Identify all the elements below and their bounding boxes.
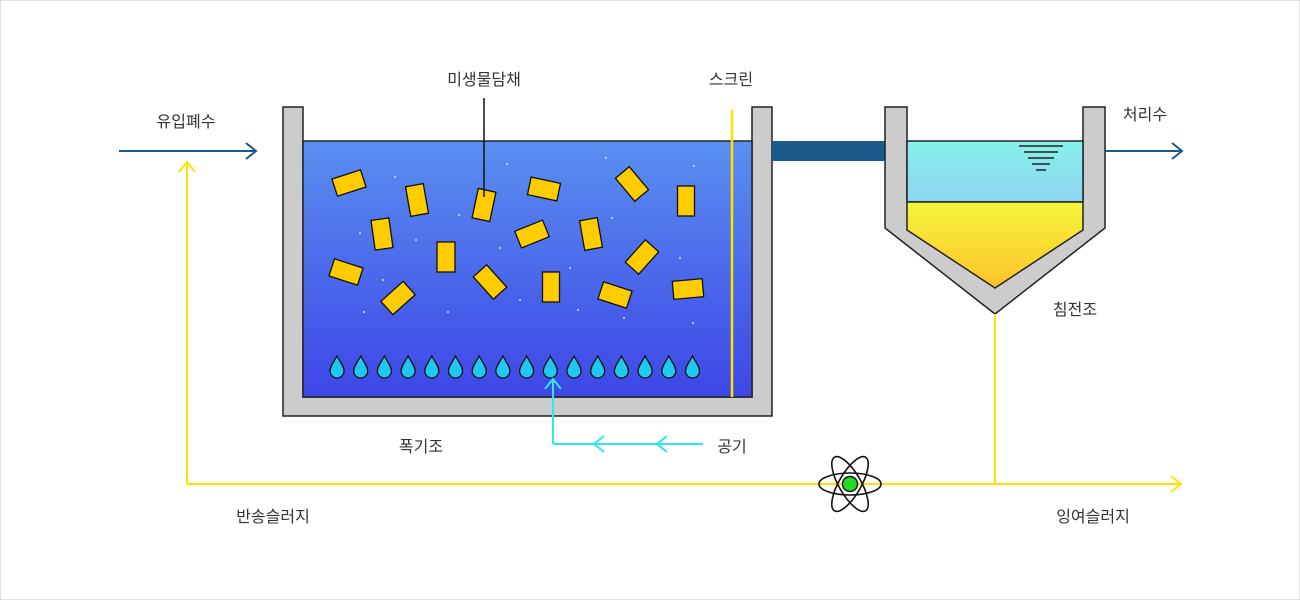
aeration-water [302,140,753,398]
sparkle [622,316,626,320]
sparkle [498,246,502,250]
air-bubble [661,354,677,379]
air-bubble [400,354,416,379]
media-label: 미생물담채 [447,70,521,89]
media-block [671,278,705,300]
air-bubble [353,354,369,379]
media-block [331,168,367,198]
air-bubble [637,354,653,379]
media-block [328,257,364,287]
sparkle [381,278,385,282]
sparkle [518,298,522,302]
sparkle [604,156,608,160]
air-bubble [542,354,558,379]
media-block [624,238,660,276]
media-block [436,241,456,273]
media-block [379,280,417,316]
sparkle [691,321,695,325]
air-bubble [518,354,535,379]
air-bubble [684,354,701,379]
settling-tank [884,106,1106,315]
air-line [544,377,703,453]
air-bubble [495,354,511,379]
air-bubble [566,354,582,379]
sparkle [610,216,614,220]
sparkle [678,256,682,260]
media-block [404,182,430,218]
air-label: 공기 [717,437,746,456]
settling-tank-label: 침전조 [1053,300,1097,319]
sparkle [505,162,509,166]
water-sparkles [358,156,696,325]
sparkle [446,310,450,314]
treated-water-arrow [1105,142,1184,160]
influent-label: 유입폐수 [157,112,216,131]
sparkle [457,213,461,217]
media-block [597,280,633,310]
media-block [513,219,551,249]
atom-icon [818,455,882,513]
aeration-tank [282,98,773,417]
media-block [526,176,562,202]
air-bubble [329,354,345,379]
air-bubble [590,354,606,379]
clear-water [906,140,1084,203]
sparkle [414,238,418,242]
excess-sludge-label: 잉여슬러지 [1056,507,1130,526]
media-block [370,217,394,251]
connecting-pipe [772,141,887,161]
air-bubble [471,354,487,379]
treated-water-label: 처리수 [1123,105,1167,124]
air-bubbles [329,354,701,379]
air-bubble [447,354,464,379]
media-block [614,165,650,203]
media-block [541,271,561,303]
sparkle [358,231,362,235]
sparkle [692,164,696,168]
water-level-icon [1019,145,1063,171]
air-bubble [613,354,630,379]
media-block [578,216,604,252]
aeration-tank-label: 폭기조 [399,437,443,456]
return-sludge-label: 반송슬러지 [236,507,310,526]
media-block [472,263,508,301]
influent-arrow [119,142,258,160]
media-block [471,187,497,223]
atom-nucleus [841,475,859,493]
sparkle [362,310,366,314]
media-blocks [328,165,705,316]
media-block [676,185,696,217]
air-bubble [424,354,440,379]
air-bubble [376,354,393,379]
sparkle [393,175,397,179]
sparkle [568,266,572,270]
screen-label: 스크린 [709,70,753,89]
sludge-lines [178,160,1183,493]
sparkle [576,308,580,312]
sludge-layer [906,201,1084,289]
